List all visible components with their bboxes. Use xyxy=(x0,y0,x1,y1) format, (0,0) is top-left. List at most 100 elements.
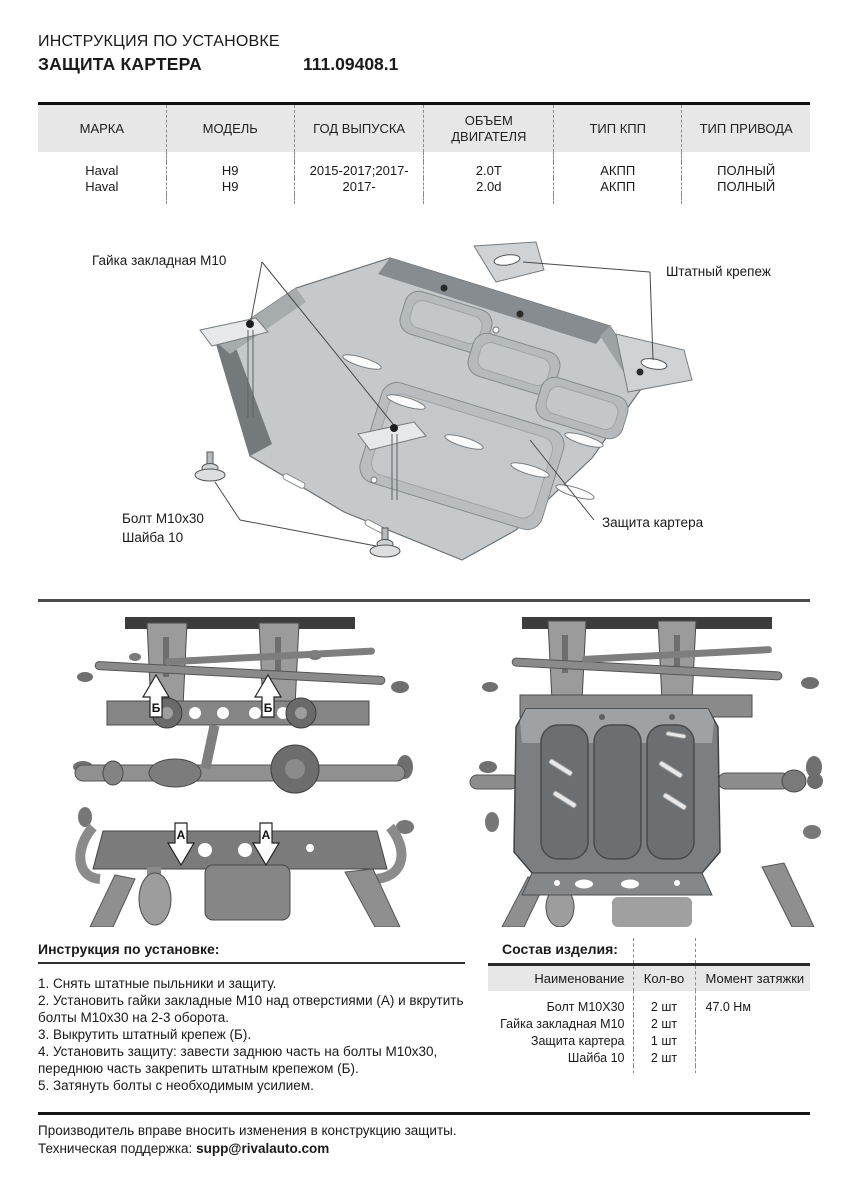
plate-rear-edge xyxy=(378,258,610,344)
cell-gearbox: АКПП xyxy=(553,162,682,178)
plate-slots xyxy=(548,731,687,811)
stamped-recess xyxy=(535,376,629,440)
col-header-name: Наименование xyxy=(488,963,633,991)
composition-row: Шайба 10 2 шт xyxy=(488,1049,810,1066)
plate-recesses xyxy=(540,724,695,860)
spacer-row xyxy=(488,1066,810,1073)
plate-left-wall xyxy=(216,342,272,456)
part-qty: 2 шт xyxy=(632,1015,695,1032)
skid-plate-illustration xyxy=(215,241,693,561)
plate-hole xyxy=(370,476,378,484)
marker-a-arrow: А xyxy=(251,822,281,867)
cell-gearbox: АКПП xyxy=(553,178,682,194)
vehicle-fitment-table: МАРКА МОДЕЛЬ ГОД ВЫПУСКА ОБЪЕМ ДВИГАТЕЛЯ… xyxy=(38,102,810,204)
composition-title: Состав изделия: xyxy=(502,941,618,957)
composition-row: Болт М10Х30 2 шт 47.0 Нм xyxy=(488,998,810,1015)
label-washer: Шайба 10 xyxy=(122,530,183,545)
cell-drive: ПОЛНЫЙ xyxy=(681,162,810,178)
clamp-nut-plate-1 xyxy=(199,317,269,418)
label-factory-fastener: Штатный крепеж xyxy=(666,264,771,279)
col-header-year: ГОД ВЫПУСКА xyxy=(293,103,424,152)
part-name: Шайба 10 xyxy=(567,1050,625,1065)
footer-divider xyxy=(38,1112,810,1115)
instruction-step: 4. Установить защиту: завести заднюю час… xyxy=(38,1044,438,1076)
rear-nut xyxy=(440,284,448,292)
marker-b-arrow: Б xyxy=(141,673,171,718)
mounting-tab-top xyxy=(473,241,545,283)
col-header-torque: Момент затяжки xyxy=(694,963,810,991)
col-header-qty: Кол-во xyxy=(632,963,695,991)
support-label: Техническая поддержка: xyxy=(38,1141,193,1156)
svg-text:А: А xyxy=(177,828,186,842)
parts-composition-table: Состав изделия: Наименование Кол-во Моме… xyxy=(488,938,810,1073)
composition-header-row: Наименование Кол-во Момент затяжки xyxy=(488,963,810,991)
spacer-row xyxy=(38,152,810,162)
cell-engine: 2.0d xyxy=(423,178,554,194)
label-clamp-nut: Гайка закладная М10 xyxy=(92,253,226,268)
table-header-row: МАРКА МОДЕЛЬ ГОД ВЫПУСКА ОБЪЕМ ДВИГАТЕЛЯ… xyxy=(38,103,810,152)
label-skid-plate: Защита картера xyxy=(602,515,704,530)
instruction-step: 1. Снять штатные пыльники и защиту. xyxy=(38,976,277,991)
bolt-illustration-2 xyxy=(369,527,401,558)
bolt-illustration-1 xyxy=(194,451,226,482)
doc-title: ЗАЩИТА КАРТЕРА xyxy=(38,54,202,74)
cell-year: 2015-2017;2017- xyxy=(293,162,424,178)
cell-year: 2017- xyxy=(293,178,424,194)
composition-title-row: Состав изделия: xyxy=(488,938,810,965)
marker-a-arrow: А xyxy=(166,822,196,867)
spacer-row xyxy=(38,194,810,204)
part-qty: 2 шт xyxy=(632,1049,695,1066)
footer-disclaimer: Производитель вправе вносить изменения в… xyxy=(38,1123,457,1138)
cell-model: H9 xyxy=(165,178,295,194)
tab-slot-hole xyxy=(640,358,668,370)
rear-nut xyxy=(636,368,644,376)
composition-row: Гайка закладная М10 2 шт xyxy=(488,1015,810,1032)
footer-support: Техническая поддержка: supp@rivalauto.co… xyxy=(38,1141,329,1156)
instruction-step: 3. Выкрутить штатный крепеж (Б). xyxy=(38,1027,252,1042)
marker-b-arrow: Б xyxy=(253,673,283,718)
clamp-nut-plate-2 xyxy=(357,421,427,500)
col-header-engine: ОБЪЕМ ДВИГАТЕЛЯ xyxy=(423,103,554,152)
part-name: Гайка закладная М10 xyxy=(500,1016,625,1031)
table-row: Haval H9 2017- 2.0d АКПП ПОЛНЫЙ xyxy=(38,178,810,194)
support-email: supp@rivalauto.com xyxy=(196,1141,330,1156)
cell-marka: Haval xyxy=(85,162,119,178)
callout-lines xyxy=(214,261,654,547)
svg-text:А: А xyxy=(262,828,271,842)
part-torque xyxy=(694,1015,810,1032)
photo-plate-installed xyxy=(469,617,823,927)
part-number: 111.09408.1 xyxy=(303,54,399,74)
tab-slot-hole xyxy=(493,254,521,266)
col-header-gearbox: ТИП КПП xyxy=(553,103,682,152)
mounting-tab-right xyxy=(615,333,693,393)
col-header-drive: ТИП ПРИВОДА xyxy=(681,103,810,152)
cell-drive: ПОЛНЫЙ xyxy=(681,178,810,194)
col-header-model: МОДЕЛЬ xyxy=(165,103,295,152)
instruction-step: 2. Установить гайки закладные М10 над от… xyxy=(38,993,464,1025)
col-header-marka: МАРКА xyxy=(38,103,167,152)
photo-chassis-mount-points: Б Б А А xyxy=(73,617,414,927)
part-torque xyxy=(694,1032,810,1049)
part-name: Болт М10Х30 xyxy=(546,999,625,1014)
installation-instructions: Инструкция по установке: 1. Снять штатны… xyxy=(38,941,465,1094)
cell-marka: Haval xyxy=(85,178,119,194)
chassis-parts xyxy=(73,617,414,927)
stamped-recess xyxy=(399,290,493,354)
composition-row: Защита картера 1 шт xyxy=(488,1032,810,1049)
doc-type-heading: ИНСТРУКЦИЯ ПО УСТАНОВКЕ xyxy=(38,33,280,50)
skid-plate-diagram: Гайка закладная М10 Штатный крепеж Болт … xyxy=(92,241,771,561)
svg-text:Б: Б xyxy=(264,701,273,715)
svg-text:Б: Б xyxy=(152,701,161,715)
instruction-step: 5. Затянуть болты с необходимым усилием. xyxy=(38,1078,314,1093)
table-row: Haval H9 2015-2017;2017- 2.0T АКПП ПОЛНЫ… xyxy=(38,162,810,178)
part-qty: 2 шт xyxy=(632,998,695,1015)
part-name: Защита картера xyxy=(530,1033,625,1048)
cell-engine: 2.0T xyxy=(423,162,554,178)
cell-model: H9 xyxy=(165,162,295,178)
section-divider xyxy=(38,599,810,602)
label-bolt: Болт М10х30 xyxy=(122,511,204,526)
part-torque: 47.0 Нм xyxy=(694,998,810,1015)
instructions-title: Инструкция по установке: xyxy=(38,941,220,957)
installed-skid-plate xyxy=(513,708,721,896)
